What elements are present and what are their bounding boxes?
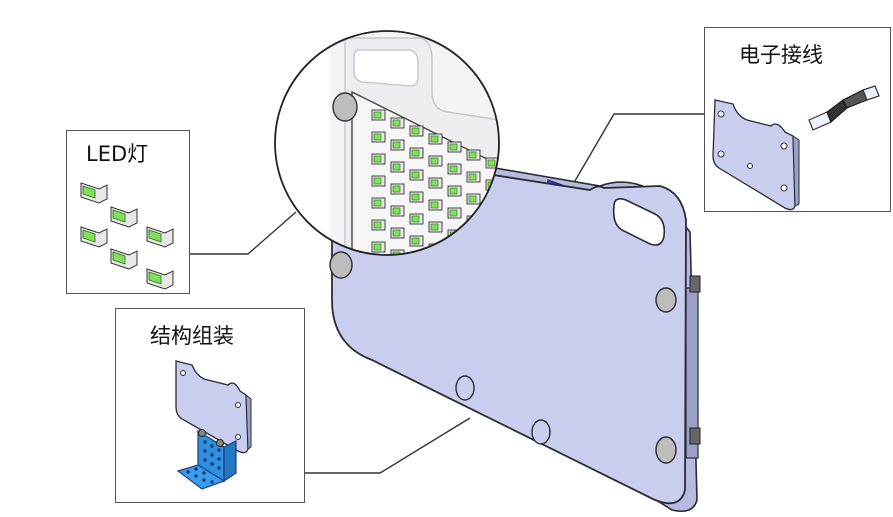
mini-board xyxy=(712,99,796,211)
side-bolt-bottom xyxy=(689,427,701,445)
led-cell xyxy=(409,213,424,225)
led-cell xyxy=(390,117,405,129)
led-cell xyxy=(371,219,386,231)
led-part xyxy=(80,182,108,204)
handle-slot xyxy=(612,198,666,246)
leader-led xyxy=(190,211,297,255)
led-cell xyxy=(371,175,386,187)
callout-led-label: LED灯 xyxy=(86,142,149,166)
rj-cable-icon xyxy=(808,85,880,131)
led-cell xyxy=(447,141,462,153)
led-cell xyxy=(447,185,462,197)
led-cell xyxy=(390,139,405,151)
led-cell xyxy=(390,161,405,173)
hole xyxy=(329,251,353,279)
led-cell xyxy=(485,157,499,169)
led-cell xyxy=(466,193,481,205)
leader-electronics xyxy=(571,113,704,187)
hole xyxy=(655,436,677,464)
structure-icon xyxy=(175,360,252,490)
callout-led: LED灯 xyxy=(66,130,190,294)
led-cell xyxy=(466,171,481,183)
magnifier xyxy=(274,30,500,256)
led-cell xyxy=(371,241,386,253)
led-cell xyxy=(390,205,405,217)
led-cell xyxy=(428,177,443,189)
led-cell xyxy=(447,163,462,175)
led-cell xyxy=(428,133,443,145)
led-cell xyxy=(428,199,443,211)
led-cell xyxy=(447,207,462,219)
led-cell xyxy=(390,183,405,195)
wiring-icon xyxy=(712,85,880,211)
led-cell xyxy=(390,227,405,239)
callout-structure: 结构组装 xyxy=(115,308,305,503)
led-part xyxy=(110,248,138,270)
led-part xyxy=(146,226,174,248)
callout-electronics-label: 电子接线 xyxy=(739,43,823,67)
led-cell xyxy=(409,147,424,159)
led-cell xyxy=(428,221,443,233)
led-parts-icon xyxy=(80,182,174,290)
led-cell xyxy=(371,109,386,121)
callout-structure-label: 结构组装 xyxy=(150,324,234,348)
led-cell xyxy=(371,153,386,165)
led-cell xyxy=(371,197,386,209)
led-part xyxy=(80,226,108,248)
led-cell xyxy=(428,155,443,167)
hole xyxy=(455,375,475,401)
led-part xyxy=(110,206,138,228)
led-cell xyxy=(466,149,481,161)
led-cell xyxy=(390,249,405,255)
led-cell xyxy=(409,235,424,247)
leader-structure xyxy=(305,417,471,474)
led-cell xyxy=(409,169,424,181)
leader-lines xyxy=(190,113,704,474)
led-cell xyxy=(371,131,386,143)
led-cell xyxy=(409,191,424,203)
hole xyxy=(531,419,551,445)
led-part xyxy=(146,268,174,290)
bracket-icon xyxy=(176,429,237,490)
callout-electronics: 电子接线 xyxy=(704,27,891,212)
led-cell xyxy=(409,125,424,137)
hole xyxy=(655,287,677,313)
side-bolt-top xyxy=(689,275,701,293)
